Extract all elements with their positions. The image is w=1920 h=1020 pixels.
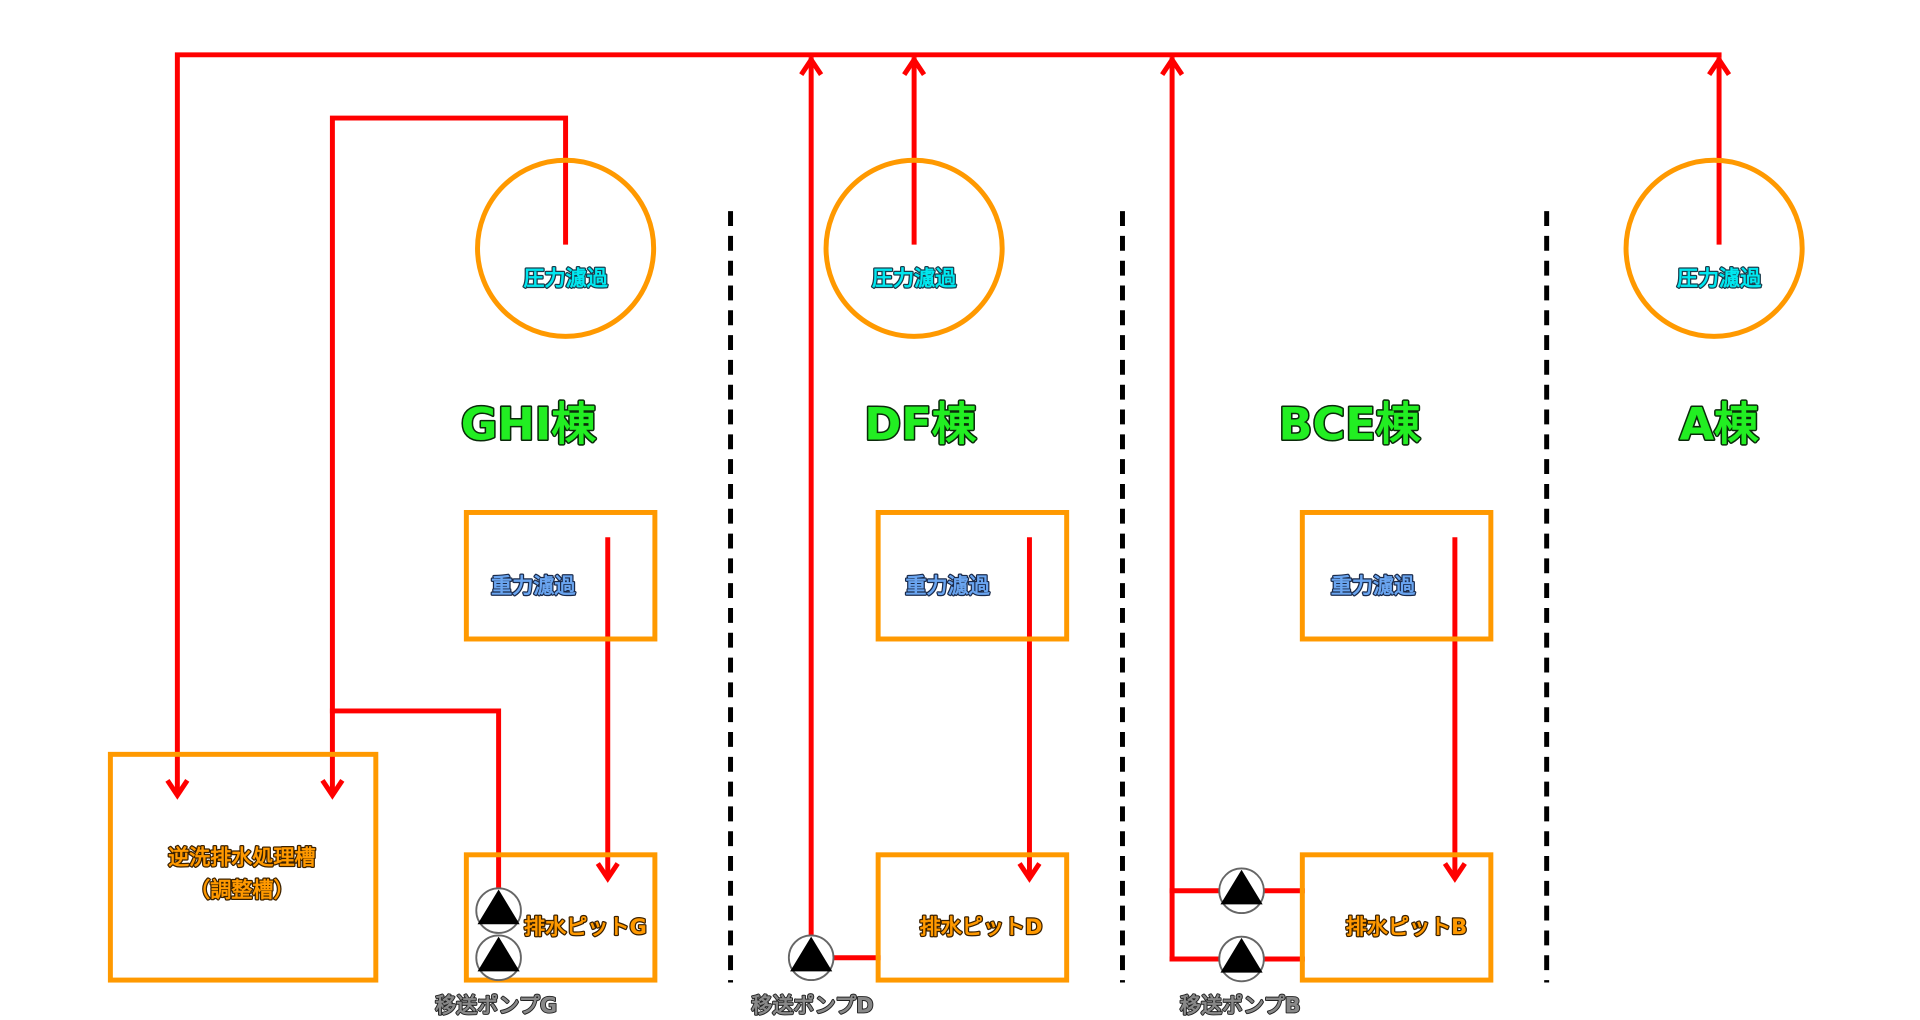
building-label-a: A棟 (1679, 398, 1759, 450)
df-gravity-filter-label: 重力濾過 (905, 573, 990, 598)
arrow-down-icon (165, 779, 190, 800)
arrow-down-icon (320, 779, 345, 800)
ghi-pump-label: 移送ポンプG (435, 992, 557, 1017)
pump-icon (787, 934, 835, 982)
ghi-gravity-filter (463, 509, 658, 642)
pump-icon (475, 934, 522, 982)
pump-icon (475, 887, 522, 934)
ghi-backwash-pipe (329, 115, 569, 795)
bce-gravity-filter (1299, 509, 1494, 642)
treatment-tank-label-line1: 逆洗排水処理槽 (168, 845, 316, 870)
pump-icon (1218, 935, 1265, 983)
df-drain-pit (875, 852, 1070, 983)
building-label-ghi: GHI棟 (461, 398, 597, 450)
building-label-df: DF棟 (864, 398, 977, 450)
ghi-gravity-filter-label: 重力濾過 (491, 573, 576, 598)
building-label-bce: BCE棟 (1278, 398, 1420, 450)
backwash-treatment-tank (107, 751, 379, 983)
df-pressure-filter (823, 157, 1005, 339)
a-pressure-filter (1623, 157, 1805, 339)
ghi-drain-pit (463, 852, 658, 983)
bce-pump-label: 移送ポンプB (1180, 992, 1301, 1017)
arrow-down-icon (595, 862, 620, 883)
arrow-up-icon (902, 55, 927, 77)
a-pressure-filter-label: 圧力濾過 (1677, 266, 1762, 291)
ghi-pressure-filter (475, 157, 657, 339)
arrow-down-icon (1017, 862, 1042, 883)
arrow-up-icon (1707, 55, 1732, 77)
df-gravity-filter (875, 509, 1070, 642)
df-drain-pit-label: 排水ピットD (920, 914, 1043, 939)
bce-pump-riser-pipe (1169, 57, 1222, 894)
df-pump-label: 移送ポンプD (751, 992, 873, 1017)
ghi-pressure-filter-label: 圧力濾過 (523, 266, 608, 291)
arrow-up-icon (799, 55, 824, 77)
bce-drain-pit (1299, 852, 1494, 983)
header-pipe (174, 52, 1722, 795)
ghi-drain-pit-label: 排水ピットG (524, 914, 647, 939)
df-pressure-filter-label: 圧力濾過 (872, 266, 957, 291)
bce-drain-pit-label: 排水ピットB (1346, 914, 1467, 939)
bce-gravity-filter-label: 重力濾過 (1331, 573, 1416, 598)
ghi-pump-discharge-pipe (329, 708, 502, 891)
arrow-up-icon (1160, 55, 1185, 77)
arrow-down-icon (1442, 862, 1467, 883)
treatment-tank-label-line2: （調整槽） (189, 877, 294, 902)
pump-icon (1218, 867, 1265, 915)
